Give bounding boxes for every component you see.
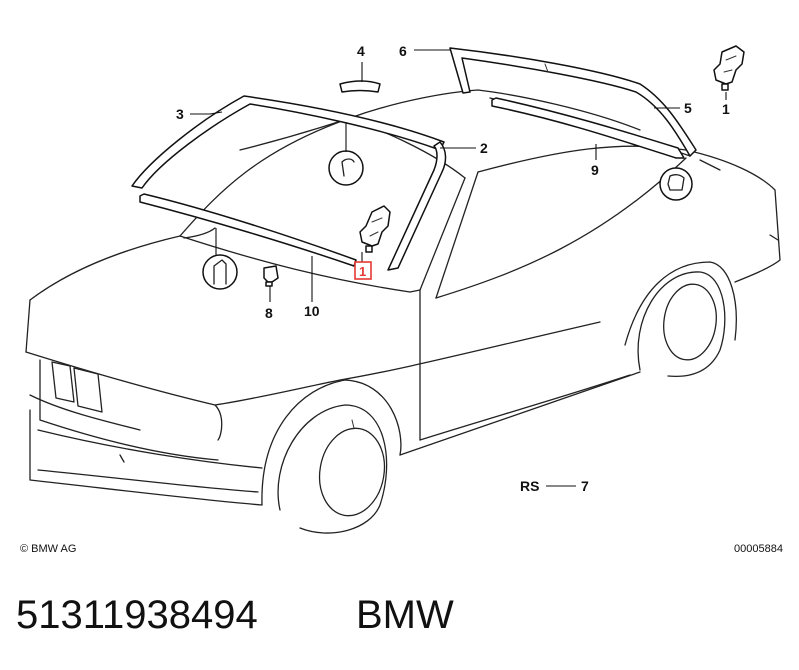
a-pillar-moulding-2 (387, 141, 447, 271)
callout-1-upper: 1 (722, 101, 730, 117)
clip-1-center (359, 205, 391, 253)
detail-circle-a (328, 150, 364, 186)
roof-moulding-6 (449, 47, 697, 157)
callout-3: 3 (176, 106, 184, 122)
callout-8: 8 (265, 305, 273, 321)
callout-10: 10 (304, 303, 320, 319)
callout-labels: 3 6 4 2 5 1 9 8 10 7 RS 1 (176, 43, 730, 494)
callout-1-highlighted: 1 (359, 264, 366, 279)
callout-9: 9 (591, 162, 599, 178)
callout-5: 5 (684, 100, 692, 116)
cap-4 (339, 80, 381, 93)
highlight-box (354, 261, 372, 280)
rs-label: RS (520, 478, 539, 494)
callout-4: 4 (357, 43, 365, 59)
copyright-text: © BMW AG (20, 543, 76, 555)
brand-name: BMW (356, 593, 454, 637)
detail-circle-b (202, 254, 238, 290)
detail-circle-c (659, 167, 693, 201)
clip-1-upper (713, 45, 745, 91)
callout-6: 6 (399, 43, 407, 59)
lower-moulding-10 (139, 193, 357, 267)
side-moulding-9 (491, 97, 685, 159)
part-number: 51311938494 (16, 593, 258, 637)
leader-lines (190, 49, 727, 487)
callout-7: 7 (581, 478, 589, 494)
callout-2: 2 (480, 140, 488, 156)
clip-8 (263, 265, 279, 287)
car-outline (25, 89, 781, 534)
parts (131, 45, 745, 290)
drawing-number: 00005884 (734, 543, 783, 555)
